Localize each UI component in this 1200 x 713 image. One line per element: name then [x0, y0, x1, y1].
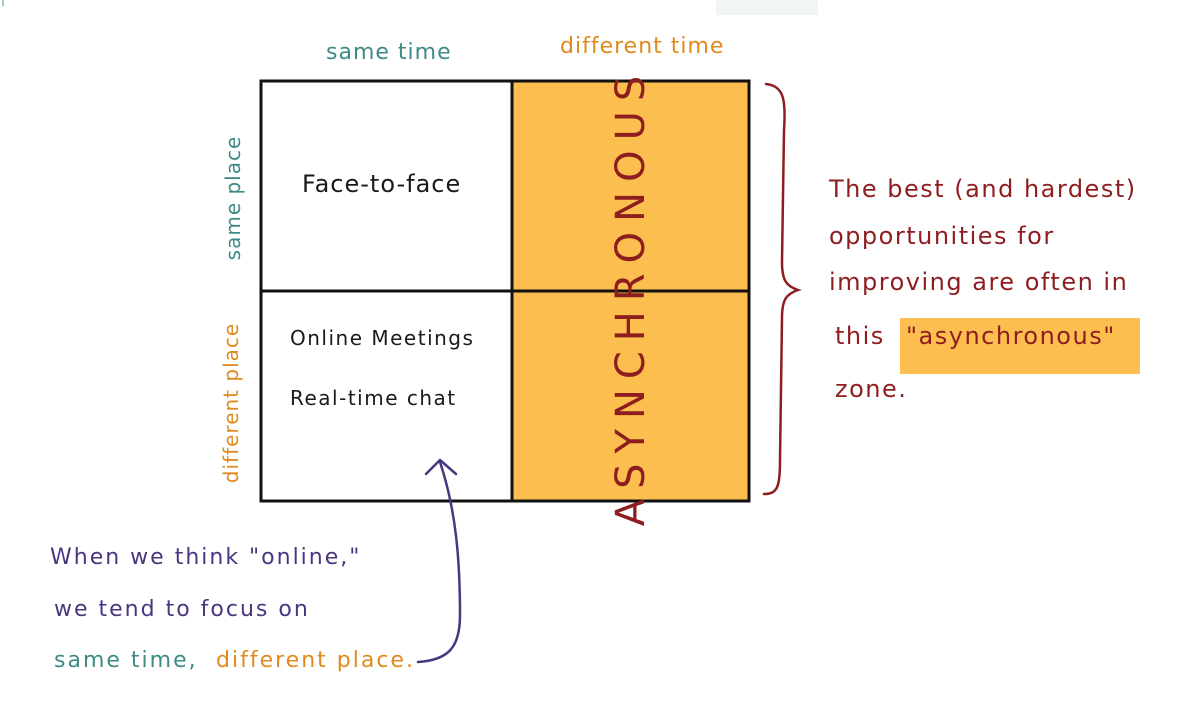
bottom-note-different-place: different place. [216, 648, 415, 673]
bottom-note-same-time: same time, [54, 648, 198, 673]
note-line-2: opportunities for [829, 222, 1055, 250]
column-header-different-time: different time [560, 34, 725, 59]
arrow-head-icon [424, 458, 458, 476]
note-line-3: improving are often in [829, 268, 1129, 296]
cell-face-to-face: Face-to-face [302, 170, 462, 198]
bottom-note-line-2: we tend to focus on [54, 597, 310, 622]
note-line-1: The best (and hardest) [829, 175, 1137, 203]
bottom-note-line-1: When we think "online," [50, 545, 362, 570]
note-line-4-highlight: "asynchronous" [906, 322, 1116, 350]
note-line-4-prefix: this [835, 322, 885, 350]
corner-mark [2, 0, 4, 6]
cell-online-meetings: Online Meetings [290, 326, 475, 350]
arrow-shaft [416, 460, 462, 664]
note-line-5: zone. [835, 375, 908, 403]
brace-path [762, 82, 802, 496]
column-header-same-time: same time [326, 40, 452, 65]
asynchronous-highlight [900, 318, 1140, 374]
top-edge-artifact [716, 0, 818, 15]
cell-realtime-chat: Real-time chat [290, 386, 457, 410]
